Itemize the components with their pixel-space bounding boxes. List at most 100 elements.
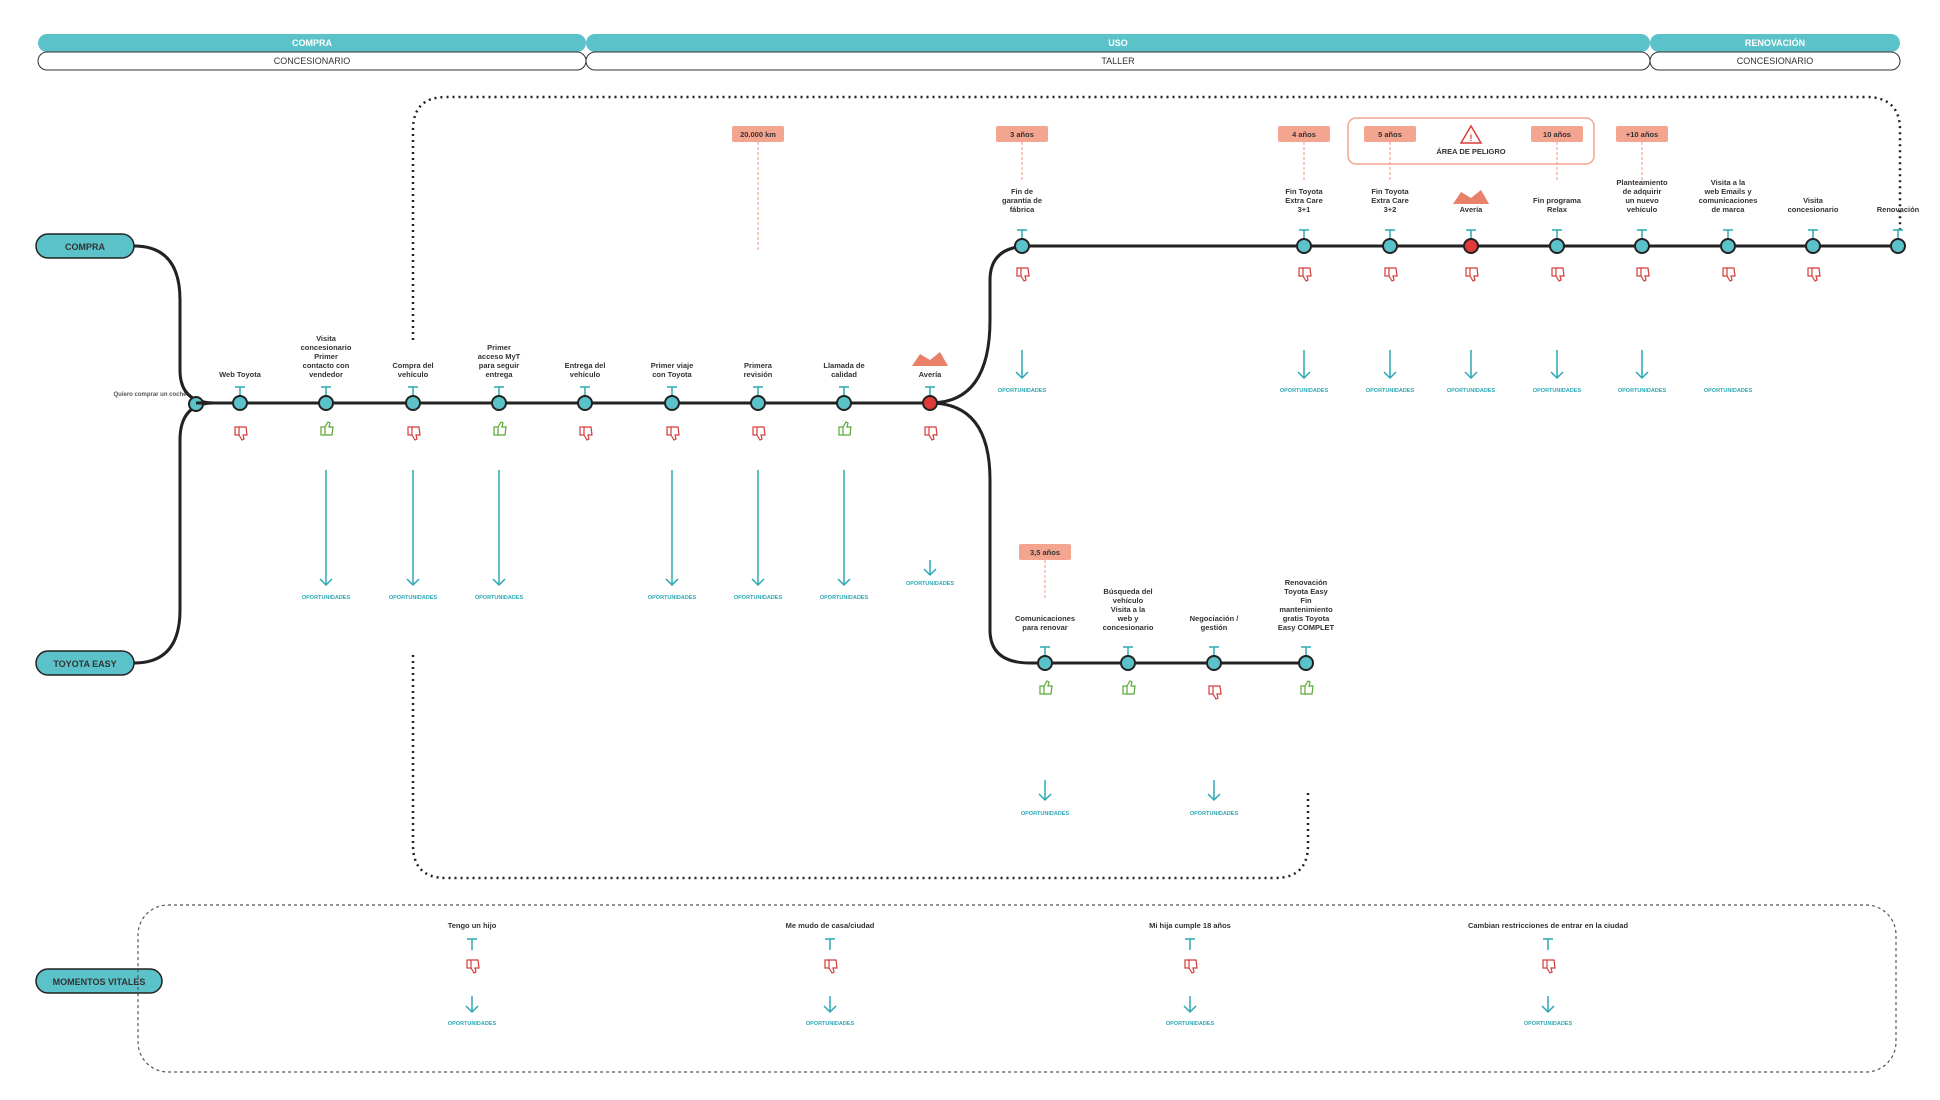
bottom-node-feeling-1: [1122, 680, 1136, 695]
top-node-3-dot[interactable]: [1463, 238, 1479, 254]
side-momentos: MOMENTOS VITALES: [35, 968, 163, 994]
phase-uso-subtitle: TALLER: [1101, 56, 1135, 66]
top-node-opp-title-3: OPORTUNIDADES: [1447, 388, 1496, 394]
branch-bottom: [929, 401, 1306, 665]
tag-label-5: +10 años: [1626, 130, 1658, 139]
phase-uso: USO TALLER: [585, 34, 1651, 71]
top-node-feeling-6: [1722, 267, 1736, 282]
top-node-3[interactable]: [1463, 229, 1479, 254]
top-node-2-dot[interactable]: [1382, 238, 1398, 254]
tag-label-0: 20.000 km: [740, 130, 776, 139]
danger-area: ! ÁREA DE PELIGRO: [1347, 117, 1595, 165]
top-node-6[interactable]: [1720, 229, 1736, 254]
tag-box-6: [1019, 544, 1071, 560]
top-node-opp-title-5: OPORTUNIDADES: [1618, 388, 1667, 394]
main-node-3[interactable]: [491, 386, 507, 411]
danger-area-label: ÁREA DE PELIGRO: [1436, 147, 1505, 156]
svg-text:!: !: [1470, 133, 1473, 143]
top-node-1[interactable]: [1296, 229, 1312, 254]
top-node-feeling-3: [1465, 267, 1479, 282]
time-tags: 20.000 km 3 años 4 años 5 años 10 años +10 añ…: [732, 126, 1668, 600]
top-node-7[interactable]: [1805, 229, 1821, 254]
warning-icon: [1459, 124, 1483, 144]
top-node-5[interactable]: [1634, 229, 1650, 254]
main-node-5-dot[interactable]: [664, 395, 680, 411]
main-node-1[interactable]: [318, 386, 334, 411]
top-node-feeling-0: [1016, 267, 1030, 282]
main-node-2[interactable]: [405, 386, 421, 411]
main-node-0-dot[interactable]: [232, 395, 248, 411]
phase-uso-title: USO: [1108, 38, 1128, 48]
tag-label-1: 3 años: [1010, 130, 1034, 139]
side-toyota-easy: TOYOTA EASY: [35, 650, 135, 676]
main-node-3-dot[interactable]: [491, 395, 507, 411]
life-moment-feeling-2: [1184, 959, 1198, 974]
top-node-4-dot[interactable]: [1549, 238, 1565, 254]
main-node-feeling-6: [752, 426, 766, 441]
top-node-7-dot[interactable]: [1805, 238, 1821, 254]
bottom-node-2-dot[interactable]: [1206, 655, 1222, 671]
main-node-opp-title-8: OPORTUNIDADES: [906, 581, 955, 587]
main-node-5[interactable]: [664, 386, 680, 411]
main-node-2-dot[interactable]: [405, 395, 421, 411]
tag-label-3: 5 años: [1378, 130, 1402, 139]
start-label: Quiero comprar un coche: [113, 392, 187, 398]
top-node-label-3: Avería: [1460, 205, 1483, 214]
top-node-0[interactable]: [1014, 229, 1030, 254]
bottom-node-2[interactable]: [1206, 646, 1222, 671]
life-moment-label-2: Mi hija cumple 18 años: [1149, 921, 1231, 930]
bottom-node-0-dot[interactable]: [1037, 655, 1053, 671]
phase-compra-title: COMPRA: [292, 38, 332, 48]
life-moment-feeling-0: [466, 959, 480, 974]
top-node-1-dot[interactable]: [1296, 238, 1312, 254]
main-node-0[interactable]: [232, 386, 248, 411]
main-node-1-dot[interactable]: [318, 395, 334, 411]
tag-label-4: 10 años: [1543, 130, 1571, 139]
top-node-4[interactable]: [1549, 229, 1565, 254]
tag-label-6: 3,5 años: [1030, 548, 1060, 557]
bottom-node-0[interactable]: [1037, 646, 1053, 671]
bottom-node-3[interactable]: [1298, 646, 1314, 671]
top-node-0-dot[interactable]: [1014, 238, 1030, 254]
bottom-node-label-2: Negociación /gestión: [1190, 614, 1240, 632]
main-node-7[interactable]: [836, 386, 852, 411]
tag-box-5: [1616, 126, 1668, 142]
life-moment-label-3: Cambian restricciones de entrar en la ci…: [1468, 921, 1628, 930]
top-node-opp-title-0: OPORTUNIDADES: [998, 388, 1047, 394]
main-node-7-dot[interactable]: [836, 395, 852, 411]
main-node-4[interactable]: [577, 386, 593, 411]
breakdown-icon-top: [1453, 190, 1489, 204]
top-node-5-dot[interactable]: [1634, 238, 1650, 254]
bottom-node-1-dot[interactable]: [1120, 655, 1136, 671]
main-node-4-dot[interactable]: [577, 395, 593, 411]
life-moment-opp-title-2: OPORTUNIDADES: [1166, 1021, 1215, 1027]
main-node-feeling-0: [234, 426, 248, 441]
main-node-6-dot[interactable]: [750, 395, 766, 411]
side-toyota-easy-label: TOYOTA EASY: [53, 659, 116, 669]
main-node-6[interactable]: [750, 386, 766, 411]
tag-label-2: 4 años: [1292, 130, 1316, 139]
bottom-node-1[interactable]: [1120, 646, 1136, 671]
main-node-feeling-2: [407, 426, 421, 441]
life-moment-opp-title-3: OPORTUNIDADES: [1524, 1021, 1573, 1027]
top-node-8-dot[interactable]: [1890, 238, 1906, 254]
top-node-6-dot[interactable]: [1720, 238, 1736, 254]
main-node-label-0: Web Toyota: [219, 370, 262, 379]
main-node-feeling-8: [924, 426, 938, 441]
main-node-8-dot[interactable]: [922, 395, 938, 411]
main-node-8[interactable]: [922, 386, 938, 411]
top-node-8[interactable]: [1890, 229, 1906, 254]
bottom-node-3-dot[interactable]: [1298, 655, 1314, 671]
top-node-2[interactable]: [1382, 229, 1398, 254]
bottom-node-opp-title-2: OPORTUNIDADES: [1190, 811, 1239, 817]
bottom-node-opp-title-0: OPORTUNIDADES: [1021, 811, 1070, 817]
